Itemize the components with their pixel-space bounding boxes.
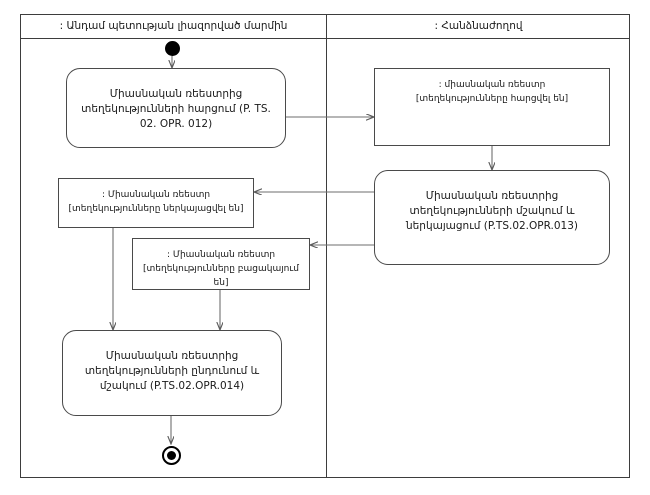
object-node-information-presented[interactable]: : Միասնական ռեեստր [տեղեկությունները ներ…	[58, 178, 254, 228]
object-absent-line1: : Միասնական ռեեստր	[166, 250, 276, 260]
activity-request-line3: 02. OPR. 012)	[139, 118, 213, 130]
swimlane-header-member-state: : Անդամ պետության լիազորված մարմին	[59, 20, 288, 32]
activity-receive-line2: տեղեկությունների ընդունում և	[84, 365, 260, 377]
object-node-information-absent[interactable]: : Միասնական ռեեստր [տեղեկությունները բաց…	[132, 238, 310, 290]
activity-process-and-present-label: Միասնական ռեեստրից տեղեկությունների մշակ…	[381, 189, 603, 234]
object-node-information-presented-label: : Միասնական ռեեստր [տեղեկությունները ներ…	[63, 188, 249, 216]
activity-final-node[interactable]	[162, 446, 181, 465]
swimlane-vertical-divider	[326, 14, 327, 478]
object-node-information-requested[interactable]: : միասնական ռեեստր [տեղեկությունները հար…	[374, 68, 610, 146]
initial-node[interactable]	[165, 41, 180, 56]
activity-request-information[interactable]: Միասնական ռեեստրից տեղեկությունների հարց…	[66, 68, 286, 148]
activity-request-line2: տեղեկությունների հարցում (P. TS.	[81, 103, 271, 115]
swimlane-header-commission: : Հանձնաժողով	[434, 20, 523, 32]
object-presented-line2: [տեղեկությունները ներկայացվել են]	[68, 204, 244, 214]
object-node-information-requested-label: : միասնական ռեեստր [տեղեկությունները հար…	[379, 78, 605, 106]
activity-receive-line1: Միասնական ռեեստրից	[105, 350, 239, 362]
object-presented-line1: : Միասնական ռեեստր	[101, 190, 211, 200]
activity-process-line2: տեղեկությունների մշակում և	[409, 205, 575, 217]
activity-request-information-label: Միասնական ռեեստրից տեղեկությունների հարց…	[73, 87, 279, 132]
swimlane-header-divider	[20, 38, 630, 39]
object-requested-line2: [տեղեկությունները հարցվել են]	[415, 94, 569, 104]
activity-process-line1: Միասնական ռեեստրից	[425, 190, 559, 202]
object-node-information-absent-label: : Միասնական ռեեստր [տեղեկությունները բաց…	[137, 248, 305, 290]
object-absent-line2: [տեղեկությունները բացակայում են]	[143, 264, 299, 288]
activity-request-line1: Միասնական ռեեստրից	[109, 88, 243, 100]
activity-receive-and-process[interactable]: Միասնական ռեեստրից տեղեկությունների ընդո…	[62, 330, 282, 416]
activity-process-and-present[interactable]: Միասնական ռեեստրից տեղեկությունների մշակ…	[374, 170, 610, 265]
activity-process-line3: ներկայացում (P.TS.02.OPR.013)	[405, 220, 579, 232]
object-requested-line1: : միասնական ռեեստր	[438, 80, 546, 90]
activity-receive-and-process-label: Միասնական ռեեստրից տեղեկությունների ընդո…	[69, 349, 275, 394]
activity-receive-line3: մշակում (P.TS.02.OPR.014)	[99, 380, 245, 392]
